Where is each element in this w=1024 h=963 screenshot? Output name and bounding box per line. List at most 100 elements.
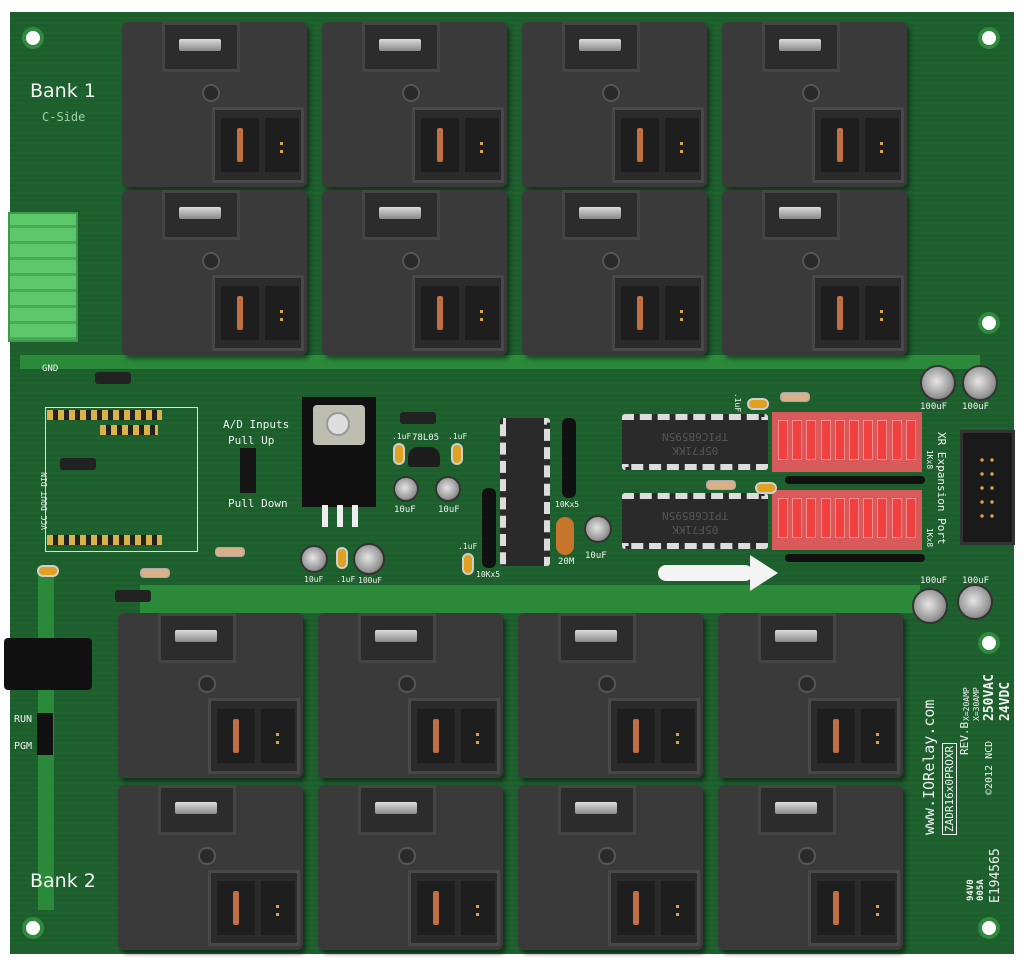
relay-terminal-housing: [758, 613, 836, 663]
capacitor: [393, 476, 419, 502]
relay-terminal-housing: [362, 190, 440, 240]
relay-terminal: [575, 802, 617, 814]
relay-terminal-housing: [162, 190, 240, 240]
header-socket: [47, 410, 162, 420]
relay-coil-pins: [265, 118, 299, 172]
led-segment: [877, 498, 888, 538]
relay-contact: [421, 286, 459, 340]
resistor: [706, 480, 736, 490]
resistor: [140, 568, 170, 578]
led-segment: [820, 420, 831, 460]
copper-contact: [437, 128, 443, 162]
resnet-label: 1Kx8: [925, 527, 935, 548]
regulator-leads: [322, 505, 360, 527]
relay-contact: [221, 118, 259, 172]
relay-contact: [221, 286, 259, 340]
relay-screw: [202, 252, 220, 270]
ul-mark-2: 005A: [976, 879, 986, 901]
power-trace: [140, 585, 920, 613]
relay-terminal-housing: [562, 190, 640, 240]
xr-expansion-port[interactable]: [960, 430, 1015, 545]
relay-terminal-housing: [562, 22, 640, 72]
bank1-label: Bank 1: [30, 80, 96, 102]
resonator-label: 20M: [558, 557, 575, 567]
relay-terminal: [575, 630, 617, 642]
relay-coil-pins: [861, 881, 895, 935]
relay-contact-housing: [612, 275, 704, 351]
cap-label: 100uF: [920, 402, 948, 412]
copper-contact: [433, 719, 439, 753]
capacitor: [451, 443, 463, 465]
relay-coil-pins: [861, 709, 895, 763]
microcontroller-chip: [500, 418, 550, 566]
relay-bank1: [122, 190, 307, 355]
relay-contact: [621, 118, 659, 172]
led-segment: [877, 420, 888, 460]
dc-power-jack[interactable]: [4, 638, 92, 690]
relay-terminal-housing: [158, 613, 236, 663]
relay-terminal: [379, 39, 421, 51]
pull-jumper[interactable]: [240, 448, 256, 493]
direction-arrow-head: [750, 555, 778, 591]
relay-bank1: [722, 22, 907, 187]
relay-contact-housing: [608, 870, 700, 946]
gnd-label: GND: [42, 364, 59, 374]
pgm-label: PGM: [14, 741, 33, 752]
capacitor: [962, 365, 998, 401]
relay-contact-housing: [412, 275, 504, 351]
copper-contact: [437, 296, 443, 330]
led-segment: [778, 420, 788, 460]
relay-terminal: [579, 39, 621, 51]
relay-coil-pins: [465, 286, 499, 340]
capacitor: [435, 476, 461, 502]
power-trace: [20, 355, 980, 369]
relay-bank2: [118, 785, 303, 950]
regulator-screw: [326, 412, 350, 436]
cap-label: 100uF: [920, 576, 948, 586]
resistor-network: [482, 488, 496, 568]
run-pgm-jumper[interactable]: [37, 713, 53, 755]
relay-contact-housing: [812, 107, 904, 183]
relay-contact: [617, 881, 655, 935]
relay-terminal-housing: [558, 785, 636, 835]
header-socket: [100, 425, 158, 435]
relay-terminal-housing: [758, 785, 836, 835]
cap-label: 100uF: [962, 402, 990, 412]
diode: [95, 372, 131, 384]
relay-terminal: [375, 802, 417, 814]
relay-screw: [402, 84, 420, 102]
relay-screw: [398, 847, 416, 865]
capacitor: [353, 543, 385, 575]
relay-contact-housing: [212, 275, 304, 351]
relay-contact: [217, 881, 255, 935]
xr-port-label: XR Expansion Port: [935, 432, 948, 545]
relay-bank2: [518, 613, 703, 778]
rating1-label: X=20AMP: [962, 687, 971, 721]
led-segment: [834, 498, 845, 538]
relay-contact: [817, 709, 855, 763]
copper-contact: [837, 296, 843, 330]
header-socket: [47, 535, 162, 545]
relay-bank2: [118, 613, 303, 778]
relay-contact: [417, 709, 455, 763]
relay-terminal-housing: [762, 22, 840, 72]
cap-label: 10uF: [438, 505, 460, 515]
cap-label: 100uF: [962, 576, 990, 586]
relay-coil-pins: [665, 118, 699, 172]
relay-coil-pins: [661, 709, 695, 763]
direction-arrow: [658, 565, 753, 581]
led-segment: [792, 498, 803, 538]
driver-chip-2: TPIC6B595N 05F71KK: [622, 493, 768, 549]
relay-contact: [417, 881, 455, 935]
cap-label: 10uF: [304, 575, 324, 584]
regulator-label: 78L05: [412, 433, 440, 443]
ul-mark-1: 94V0: [966, 879, 976, 901]
screw-terminal-block[interactable]: [8, 212, 78, 342]
resistor-network-1kx8: [785, 554, 925, 562]
relay-contact: [821, 286, 859, 340]
led-segment: [806, 420, 817, 460]
website-label: www.IORelay.com: [920, 699, 938, 835]
relay-contact: [217, 709, 255, 763]
cap-label: .1uF: [392, 432, 412, 441]
relay-contact-housing: [612, 107, 704, 183]
